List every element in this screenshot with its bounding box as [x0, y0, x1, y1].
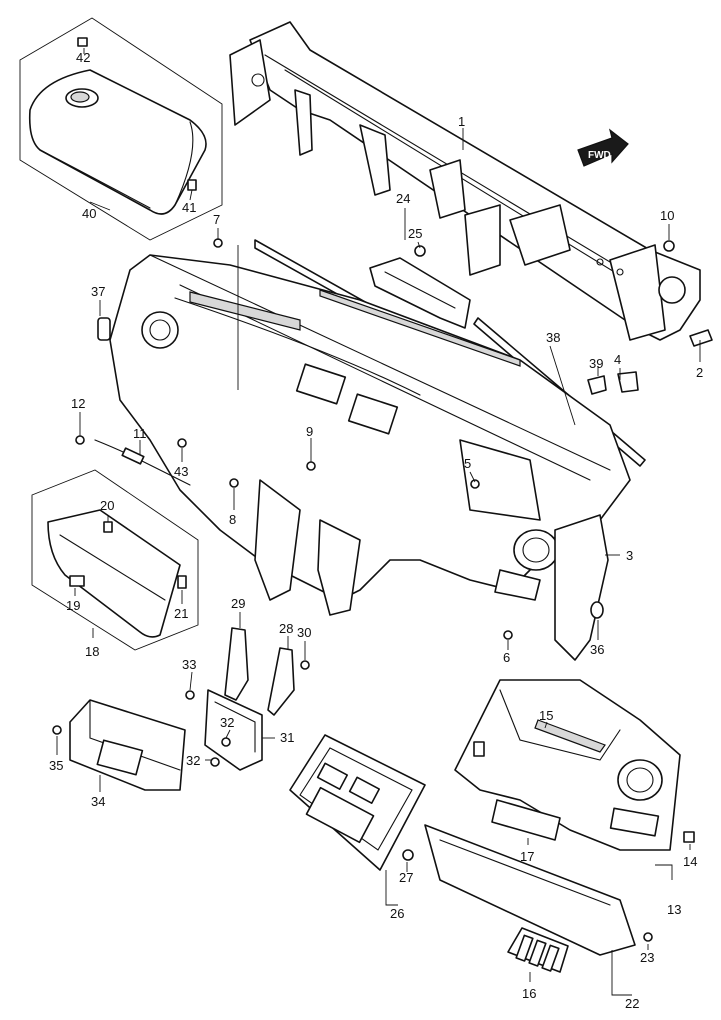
callout-41: 41	[182, 200, 196, 215]
callout-23: 23	[640, 950, 654, 965]
instrument-panel-main	[109, 254, 631, 616]
callout-3: 3	[626, 548, 633, 563]
callout-27: 27	[399, 870, 413, 885]
callout-28: 28	[279, 621, 293, 636]
callout-30: 30	[297, 625, 311, 640]
callout-9: 9	[306, 424, 313, 439]
callout-36: 36	[590, 642, 604, 657]
clip-fasteners	[75, 238, 713, 640]
callout-labels: 1 2 3 4 5 6 7 8 9 10 11 12 13 14 15 16 1…	[49, 50, 703, 1011]
leader-lines	[56, 48, 701, 996]
callout-4: 4	[614, 352, 621, 367]
callout-16: 16	[522, 986, 536, 1001]
glove-box-inset	[31, 469, 199, 651]
side-vent	[507, 927, 569, 973]
callout-8: 8	[229, 512, 236, 527]
callout-20: 20	[100, 498, 114, 513]
callout-21: 21	[174, 606, 188, 621]
fwd-label: FWD	[588, 150, 611, 161]
callout-14: 14	[683, 854, 697, 869]
callout-32-lower: 32	[186, 753, 200, 768]
console-brackets	[185, 627, 310, 771]
callout-38: 38	[546, 330, 560, 345]
callout-2: 2	[696, 365, 703, 380]
callout-11: 11	[133, 426, 147, 441]
meter-cluster-hood	[454, 679, 695, 851]
callout-34: 34	[91, 794, 105, 809]
callout-40: 40	[82, 206, 96, 221]
callout-7: 7	[213, 212, 220, 227]
callout-42: 42	[76, 50, 90, 65]
callout-32-upper: 32	[220, 715, 234, 730]
center-bezel	[289, 734, 426, 871]
callout-5: 5	[464, 456, 471, 471]
callout-17: 17	[520, 849, 534, 864]
callout-12: 12	[71, 396, 85, 411]
wire-harness	[94, 439, 191, 486]
callout-6: 6	[503, 650, 510, 665]
callout-18: 18	[85, 644, 99, 659]
callout-31: 31	[280, 730, 294, 745]
callout-10: 10	[660, 208, 674, 223]
callout-22: 22	[625, 996, 639, 1011]
callout-33: 33	[182, 657, 196, 672]
callout-13: 13	[667, 902, 681, 917]
callout-26: 26	[390, 906, 404, 921]
callout-29: 29	[231, 596, 245, 611]
callout-19: 19	[66, 598, 80, 613]
callout-24: 24	[396, 191, 410, 206]
callout-15: 15	[539, 708, 553, 723]
center-vent-bezel	[369, 257, 471, 329]
callout-35: 35	[49, 758, 63, 773]
right-side-panel	[554, 514, 609, 661]
lower-panel	[424, 799, 653, 956]
audio-bracket	[52, 699, 186, 791]
upper-cover-inset	[19, 17, 223, 241]
callout-37: 37	[91, 284, 105, 299]
callout-43: 43	[174, 464, 188, 479]
callout-39: 39	[589, 356, 603, 371]
callout-25: 25	[408, 226, 422, 241]
fwd-direction-arrow: FWD	[577, 128, 629, 167]
callout-1: 1	[458, 114, 465, 129]
steering-support-member	[229, 21, 701, 341]
